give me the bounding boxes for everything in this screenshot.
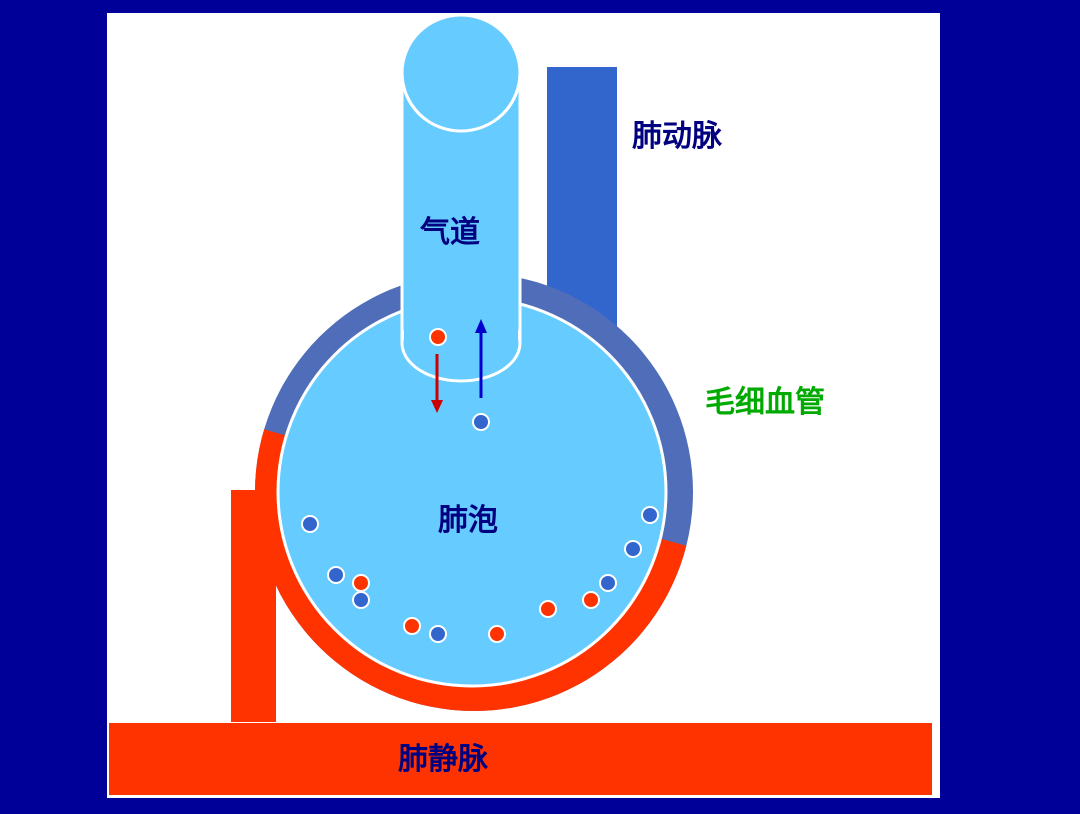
airway-inner-fill (404, 120, 518, 343)
alveolus-label: 肺泡 (438, 503, 498, 538)
oxygen-molecule (539, 600, 557, 618)
co2-molecule (624, 540, 642, 558)
pulmonary-vein-vessel (109, 723, 932, 795)
co2-molecule (352, 591, 370, 609)
pulmonary-artery-label: 肺动脉 (632, 119, 723, 154)
co2-molecule (641, 506, 659, 524)
co2-molecule (429, 625, 447, 643)
gas-molecules (301, 328, 659, 643)
capillary-label: 毛细血管 (705, 385, 825, 420)
co2-exhale-arrow (475, 319, 487, 398)
oxygen-molecule (582, 591, 600, 609)
oxygen-molecule (429, 328, 447, 346)
co2-molecule (301, 515, 319, 533)
co2-molecule (472, 413, 490, 431)
airway-rim-front (400, 72, 522, 133)
airway-label: 气道 (420, 215, 480, 250)
pulmonary-vein-label: 肺静脉 (398, 742, 489, 777)
oxygen-molecule (352, 574, 370, 592)
venous-connector (231, 490, 276, 722)
oxygen-diffusion-arrow (431, 354, 443, 413)
oxygen-molecule (403, 617, 421, 635)
pulmonary-artery-vessel (547, 67, 617, 327)
oxygen-molecule (488, 625, 506, 643)
co2-molecule (327, 566, 345, 584)
co2-molecule (599, 574, 617, 592)
